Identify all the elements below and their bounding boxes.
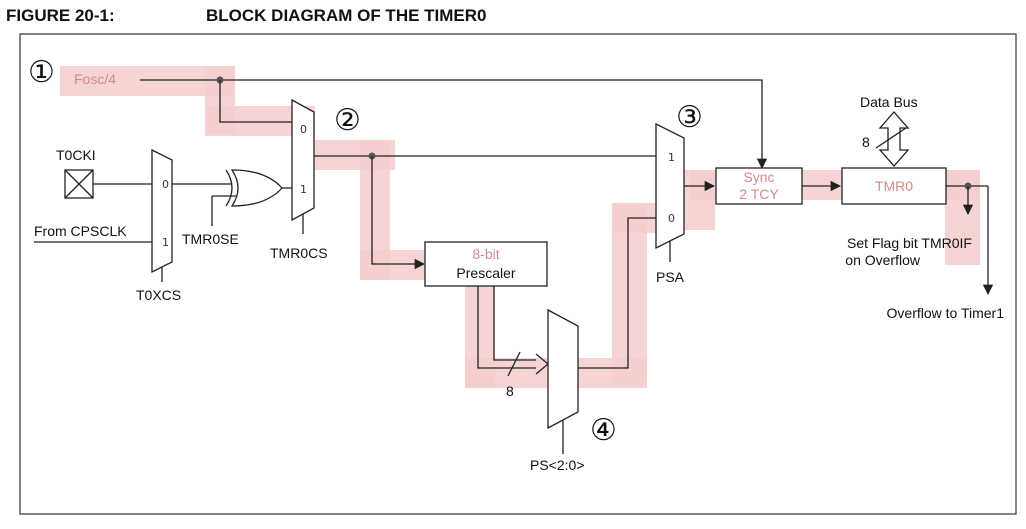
diagram-frame — [19, 33, 1017, 515]
to-prescaler-wire — [371, 156, 426, 270]
t0cki-label: T0CKI — [56, 147, 96, 163]
callout-4: ④ — [590, 413, 617, 448]
fosc-to-mux — [219, 80, 292, 123]
figure-number: FIGURE 20-1: — [6, 6, 115, 25]
t0xcs-mux — [151, 148, 173, 274]
psa-mux-input-1: 1 — [668, 151, 675, 164]
t0xcs-mux-input-0: 0 — [162, 178, 169, 191]
tmr0-register — [841, 167, 947, 205]
tmr0se-label: TMR0SE — [182, 231, 239, 247]
sync-line2: 2 TCY — [739, 186, 779, 202]
ps-label: PS<2:0> — [530, 457, 585, 473]
data-bus-width: 8 — [862, 134, 870, 150]
flag-label-line2: on Overflow — [845, 252, 921, 268]
figure-title: BLOCK DIAGRAM OF THE TIMER0 — [206, 6, 487, 25]
sync-line1: Sync — [743, 169, 774, 185]
highlight-path — [60, 66, 980, 388]
prescaler-bus-left — [477, 286, 536, 369]
psa-label: PSA — [656, 269, 685, 285]
prescaler-bus-right — [493, 286, 536, 361]
sync-block — [715, 167, 803, 205]
tmr0cs-mux — [291, 98, 315, 222]
from-cpsclk-label: From CPSCLK — [34, 223, 127, 239]
tmr0cs-label: TMR0CS — [270, 245, 328, 261]
mux4-to-psa-wire — [578, 217, 656, 369]
tmr0cs-mux-input-1: 1 — [300, 183, 307, 196]
callout-1: ① — [28, 55, 55, 90]
callout-2: ② — [334, 103, 361, 138]
prescaler-line2: Prescaler — [456, 265, 515, 281]
fosc-wire — [140, 79, 768, 170]
t0cki-pin-cross — [64, 169, 94, 199]
data-bus-slash — [875, 127, 907, 149]
fosc-label: Fosc/4 — [74, 71, 116, 87]
callout-3: ③ — [676, 100, 703, 135]
prescaler-bus-slash — [507, 351, 521, 377]
prescaler-bus-width: 8 — [506, 383, 514, 399]
tmr0cs-mux-input-0: 0 — [300, 123, 307, 136]
prescaler-block — [424, 241, 548, 287]
flag-label-line1: Set Flag bit TMR0IF — [847, 235, 972, 251]
ps-mux — [547, 308, 579, 430]
psa-mux-input-0: 0 — [668, 212, 675, 225]
data-bus-label: Data Bus — [860, 94, 918, 110]
overflow-label: Overflow to Timer1 — [887, 305, 1005, 321]
t0xcs-label: T0XCS — [136, 287, 181, 303]
tmr0-label: TMR0 — [875, 178, 913, 194]
xor-gate — [225, 169, 283, 207]
t0xcs-mux-input-1: 1 — [162, 236, 169, 249]
data-bus-arrow — [878, 111, 910, 167]
psa-mux — [655, 122, 685, 250]
prescaler-line1: 8-bit — [472, 246, 499, 262]
